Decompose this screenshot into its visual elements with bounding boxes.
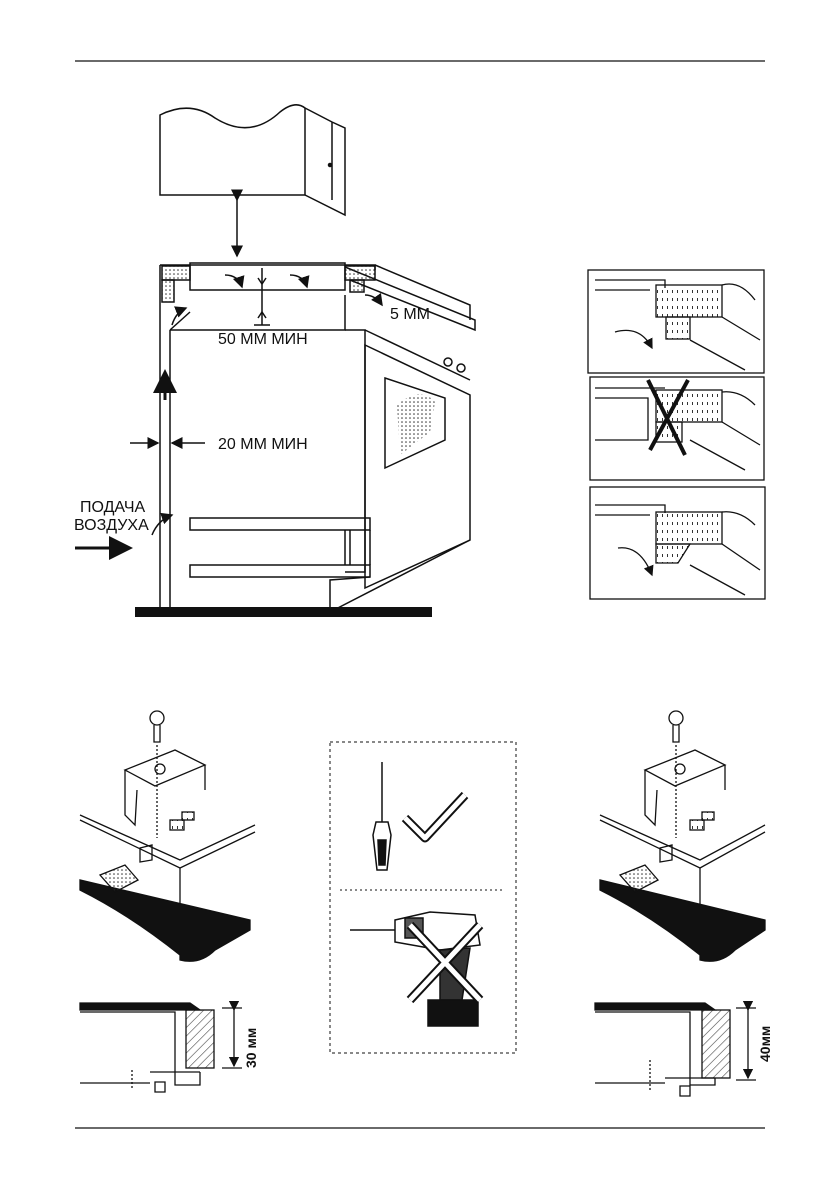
cross-section-40mm	[595, 1003, 756, 1096]
cabinet-edge-shadow	[80, 880, 250, 961]
gap-50mm-label: 50 ММ МИН	[218, 331, 308, 348]
detail-panel-wrong	[590, 377, 764, 480]
detail-panel-correct-2	[590, 487, 765, 599]
worktop-hatch-right	[345, 266, 375, 280]
cross-section-30mm	[80, 1003, 242, 1092]
oven-window-glass	[397, 394, 435, 455]
clamp-install-left	[80, 711, 255, 961]
gap-20mm-label: 20 ММ МИН	[218, 436, 308, 453]
gap-5mm-label: 5 ММ	[390, 306, 430, 323]
clamp-install-right	[600, 711, 765, 961]
worktop-hatch-left	[162, 266, 190, 280]
tool-panel	[330, 742, 516, 1053]
screwdriver-icon	[373, 762, 391, 870]
air-intake-label-2: ВОЗДУХА	[74, 517, 149, 534]
worktop-profile	[80, 1003, 200, 1010]
wall-cabinet	[160, 105, 305, 195]
oven-cabinet-diagram	[75, 105, 475, 612]
depth-40mm-label: 40мм	[757, 1026, 773, 1062]
wall-cabinet-door	[305, 108, 345, 215]
detail-panel-correct-1	[588, 270, 764, 373]
depth-30mm-label: 30 мм	[243, 1028, 259, 1068]
floor	[135, 607, 432, 617]
air-intake-label-1: ПОДАЧА	[80, 499, 146, 516]
